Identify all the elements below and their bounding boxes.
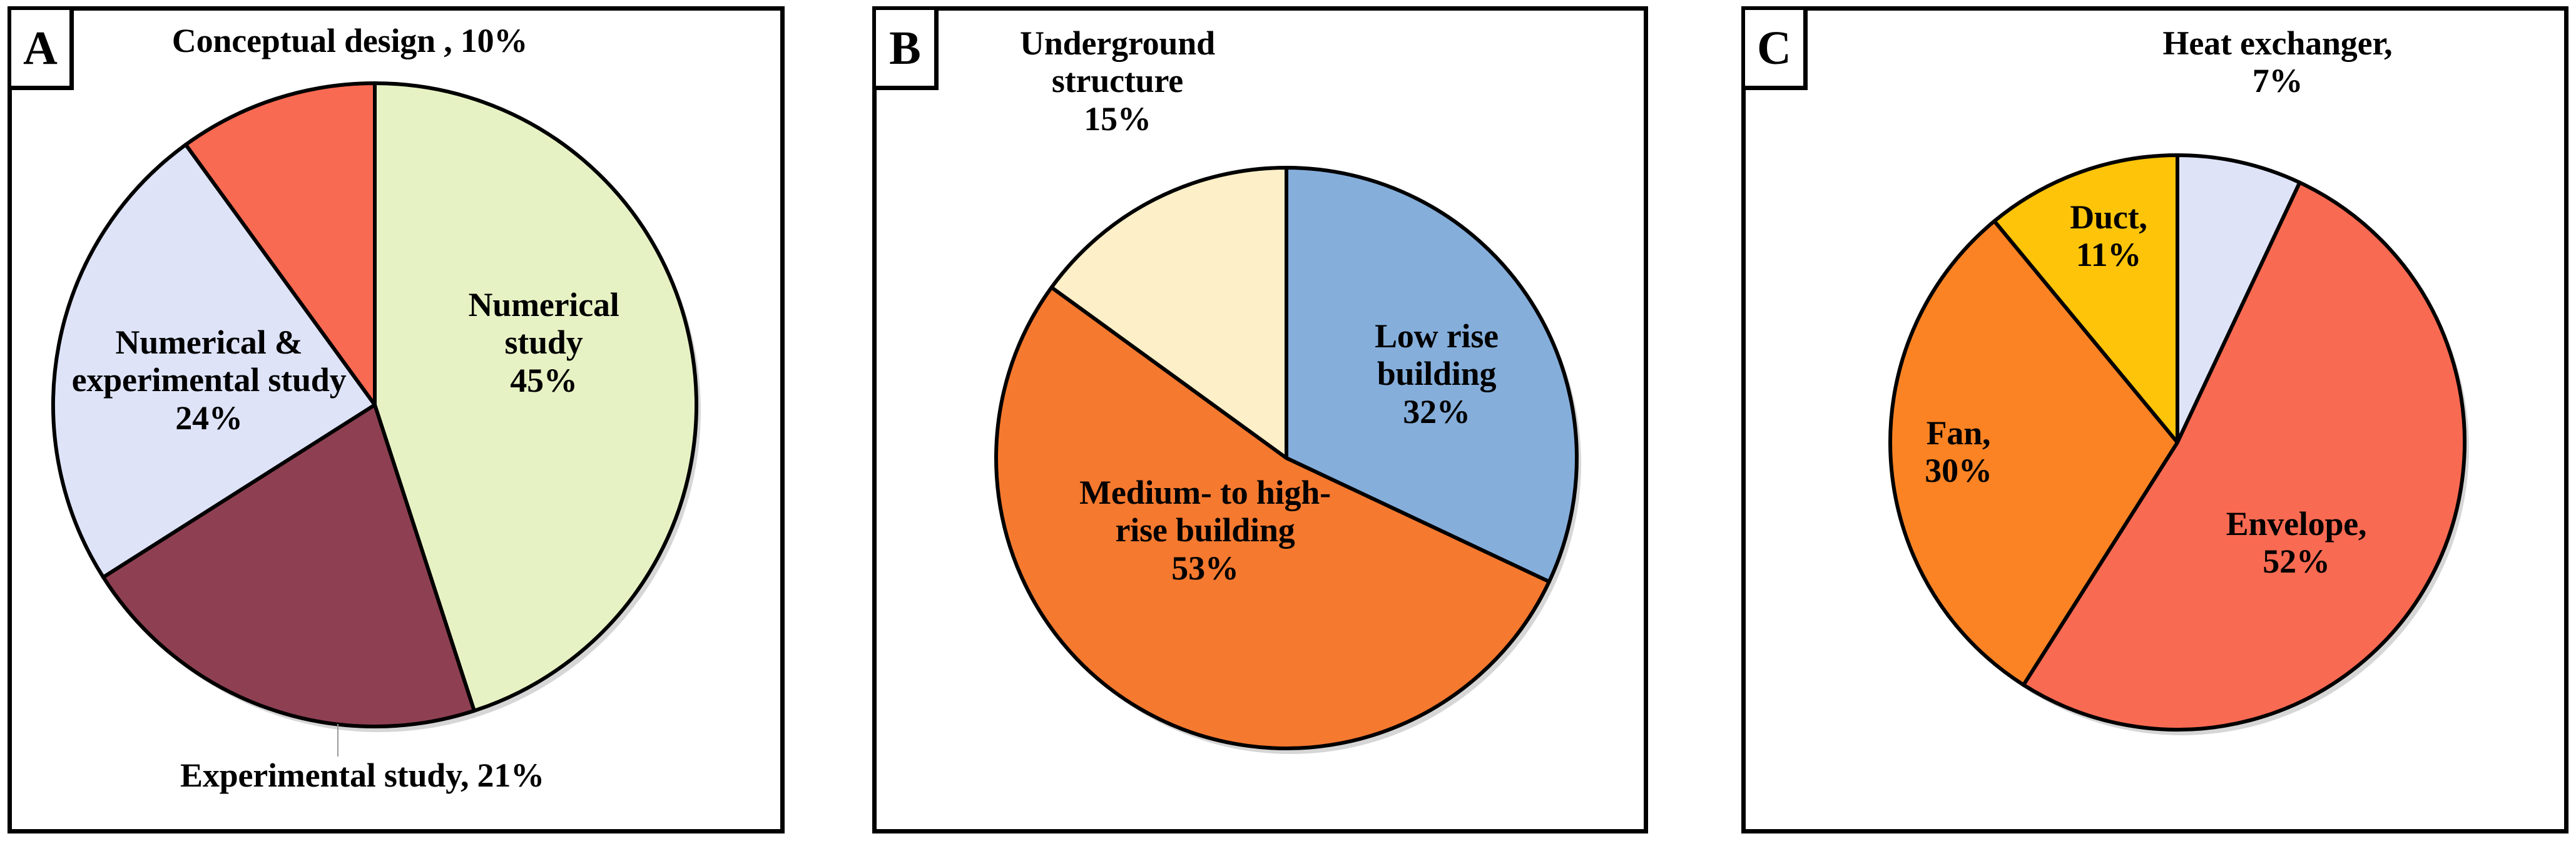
pie-slice[interactable] [101,403,476,728]
panel-b-pie [992,164,1581,754]
panel-b-badge: B [876,10,939,90]
panel-a-leader-line [337,724,339,757]
panel-a-label-numerical-experimental-study: Numerical & experimental study 24% [71,324,347,437]
panel-c-pie [1886,151,2469,735]
panel-b-label-medium-high-rise-building: Medium- to high- rise building 53% [1079,474,1331,587]
panel-b-pie-svg [994,166,1581,754]
panel-c-badge: C [1745,10,1808,90]
pie-slice[interactable] [2022,180,2467,731]
panel-c-label-fan: Fan, 30% [1925,414,1992,490]
panel-a-label-experimental-study: Experimental study, 21% [180,757,544,794]
panel-c-label-duct: Duct, 11% [2070,198,2147,274]
panel-c-label-envelope: Envelope, 52% [2226,505,2367,581]
panel-b: B Underground structure 15% Low rise bui… [872,6,1648,833]
panel-a-badge: A [11,10,74,90]
pie-slice[interactable] [1049,166,1288,460]
pie-slice[interactable] [183,81,377,407]
panel-b-label-underground-structure: Underground structure 15% [1020,24,1215,138]
pie-slice[interactable] [1285,166,1579,584]
pie-slice[interactable] [373,81,698,713]
pie-slice[interactable] [2176,153,2302,444]
pie-slice[interactable] [994,285,1551,750]
panel-a-label-numerical-study: Numerical study 45% [468,286,619,399]
panel-c-pie-svg [1888,153,2469,735]
pie-slice[interactable] [51,143,377,579]
panel-a-label-conceptual-design: Conceptual design , 10% [171,22,528,59]
panel-a-pie [49,79,701,732]
pie-slice[interactable] [1888,219,2179,687]
panel-b-label-low-rise-building: Low rise building 32% [1375,317,1499,431]
panel-c-label-heat-exchanger: Heat exchanger, 7% [2162,24,2393,100]
pie-slice[interactable] [1992,153,2179,444]
panel-c: C Heat exchanger, 7% Duct, 11% Fan, 30% … [1741,6,2568,833]
panel-a: A Conceptual design , 10% Numerical stud… [8,6,785,833]
panel-a-pie-svg [51,81,701,732]
